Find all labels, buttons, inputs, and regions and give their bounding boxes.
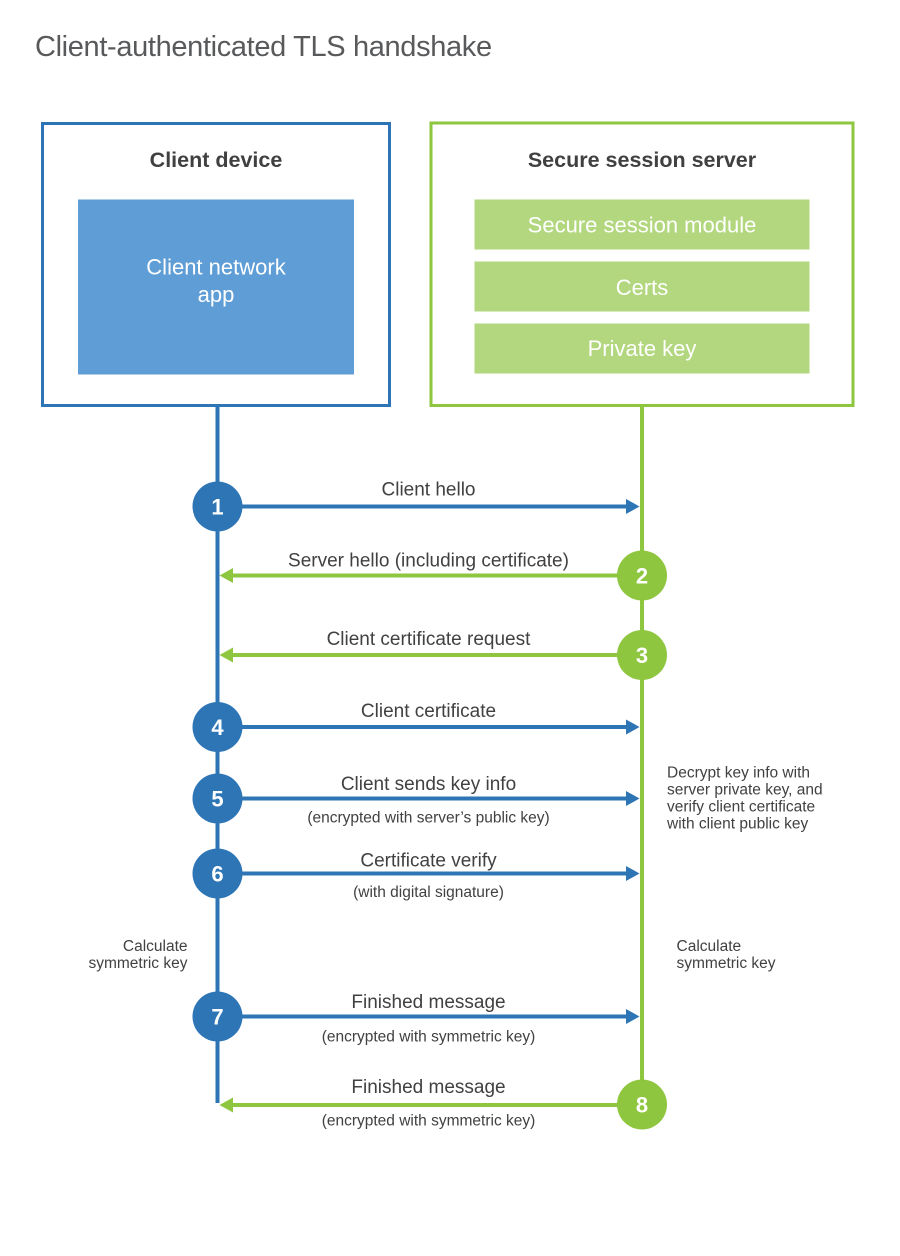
svg-text:5: 5	[211, 787, 223, 812]
svg-text:Finished message: Finished message	[351, 992, 505, 1013]
svg-text:Server hello (including certif: Server hello (including certificate)	[288, 551, 569, 572]
svg-text:app: app	[198, 282, 235, 307]
svg-text:Client certificate request: Client certificate request	[327, 629, 532, 650]
svg-text:verify client certificate: verify client certificate	[667, 799, 815, 816]
svg-text:Client device: Client device	[150, 148, 283, 172]
svg-text:(encrypted with symmetric key): (encrypted with symmetric key)	[322, 1029, 536, 1046]
svg-text:Decrypt key info with: Decrypt key info with	[667, 765, 810, 782]
svg-text:8: 8	[636, 1093, 648, 1118]
svg-text:2: 2	[636, 564, 648, 589]
svg-text:Secure session module: Secure session module	[528, 213, 757, 238]
svg-text:4: 4	[211, 715, 224, 740]
svg-text:Private key: Private key	[588, 336, 697, 361]
svg-text:Client network: Client network	[146, 255, 286, 280]
svg-text:symmetric key: symmetric key	[88, 955, 187, 972]
svg-text:Client hello: Client hello	[382, 480, 476, 501]
svg-text:Certs: Certs	[616, 275, 669, 300]
svg-text:server private key, and: server private key, and	[667, 782, 823, 799]
svg-text:Certificate verify: Certificate verify	[360, 851, 497, 872]
svg-text:Client sends key info: Client sends key info	[341, 774, 516, 795]
svg-text:with client public key: with client public key	[666, 816, 809, 833]
svg-text:Calculate: Calculate	[677, 938, 742, 955]
svg-text:(with digital signature): (with digital signature)	[353, 884, 504, 901]
svg-text:Finished message: Finished message	[351, 1077, 505, 1098]
svg-text:Client-authenticated TLS hands: Client-authenticated TLS handshake	[35, 31, 492, 63]
svg-text:Secure session server: Secure session server	[528, 148, 757, 172]
svg-text:Calculate: Calculate	[123, 938, 188, 955]
svg-text:(encrypted with symmetric key): (encrypted with symmetric key)	[322, 1113, 536, 1130]
svg-text:1: 1	[211, 495, 223, 520]
svg-text:Client certificate: Client certificate	[361, 701, 496, 722]
svg-text:3: 3	[636, 643, 648, 668]
svg-text:(encrypted with server’s publi: (encrypted with server’s public key)	[307, 810, 549, 827]
svg-text:symmetric key: symmetric key	[677, 955, 776, 972]
svg-text:7: 7	[211, 1005, 223, 1030]
svg-text:6: 6	[211, 862, 223, 887]
